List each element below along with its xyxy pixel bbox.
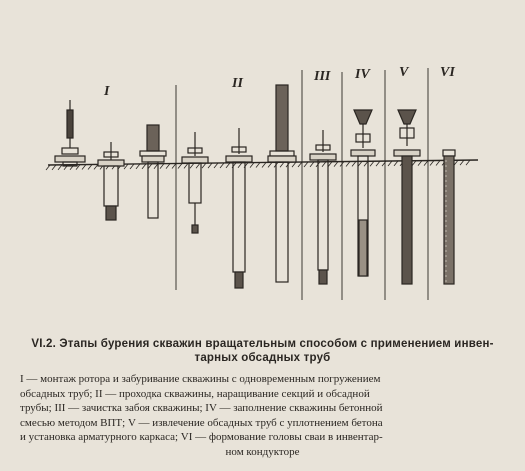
pile-concrete-filling (350, 109, 376, 277)
caption-title-line: тарных обсадных труб (194, 352, 331, 364)
pile-casing-lowering (181, 132, 209, 234)
stage-label-v: V (399, 65, 410, 80)
pile-casing-section (139, 124, 167, 219)
pile-casing-extension (267, 84, 297, 283)
pile-start-drilling (97, 142, 125, 221)
figure-caption-title: VI.2. Этапы бурения скважин вращательным… (20, 337, 505, 365)
legend-line: трубы; III — зачистка забоя скважины; IV… (20, 402, 383, 414)
legend-line: и установка арматурного каркаса; VI — фо… (20, 431, 383, 443)
stage-label-ii: II (231, 76, 243, 91)
pile-casing-extraction (393, 109, 421, 285)
stage-label-i: I (103, 84, 110, 99)
legend-line: обсадных труб; II — проходка скважины, н… (20, 387, 370, 400)
stage-label-iv: IV (354, 67, 371, 82)
pile-drilling-progress (225, 128, 253, 289)
pile-head-forming (442, 149, 456, 285)
legend-line: смесью методом ВПТ; V — извлечение обсад… (20, 416, 383, 429)
legend-line: ном кондукторе (225, 445, 300, 458)
pile-rotor-mounting (54, 100, 86, 167)
stage-label-iii: III (313, 69, 331, 84)
caption-title-line: VI.2. Этапы бурения скважин вращательным… (31, 338, 494, 350)
drilling-stages-diagram: I II III IV V VI (45, 65, 479, 300)
legend-line: I — монтаж ротора и забуривание скважины… (20, 373, 381, 385)
figure-legend: I — монтаж ротора и забуривание скважины… (20, 372, 505, 459)
pile-bottom-cleaning (309, 130, 337, 285)
stage-label-vi: VI (440, 65, 455, 80)
